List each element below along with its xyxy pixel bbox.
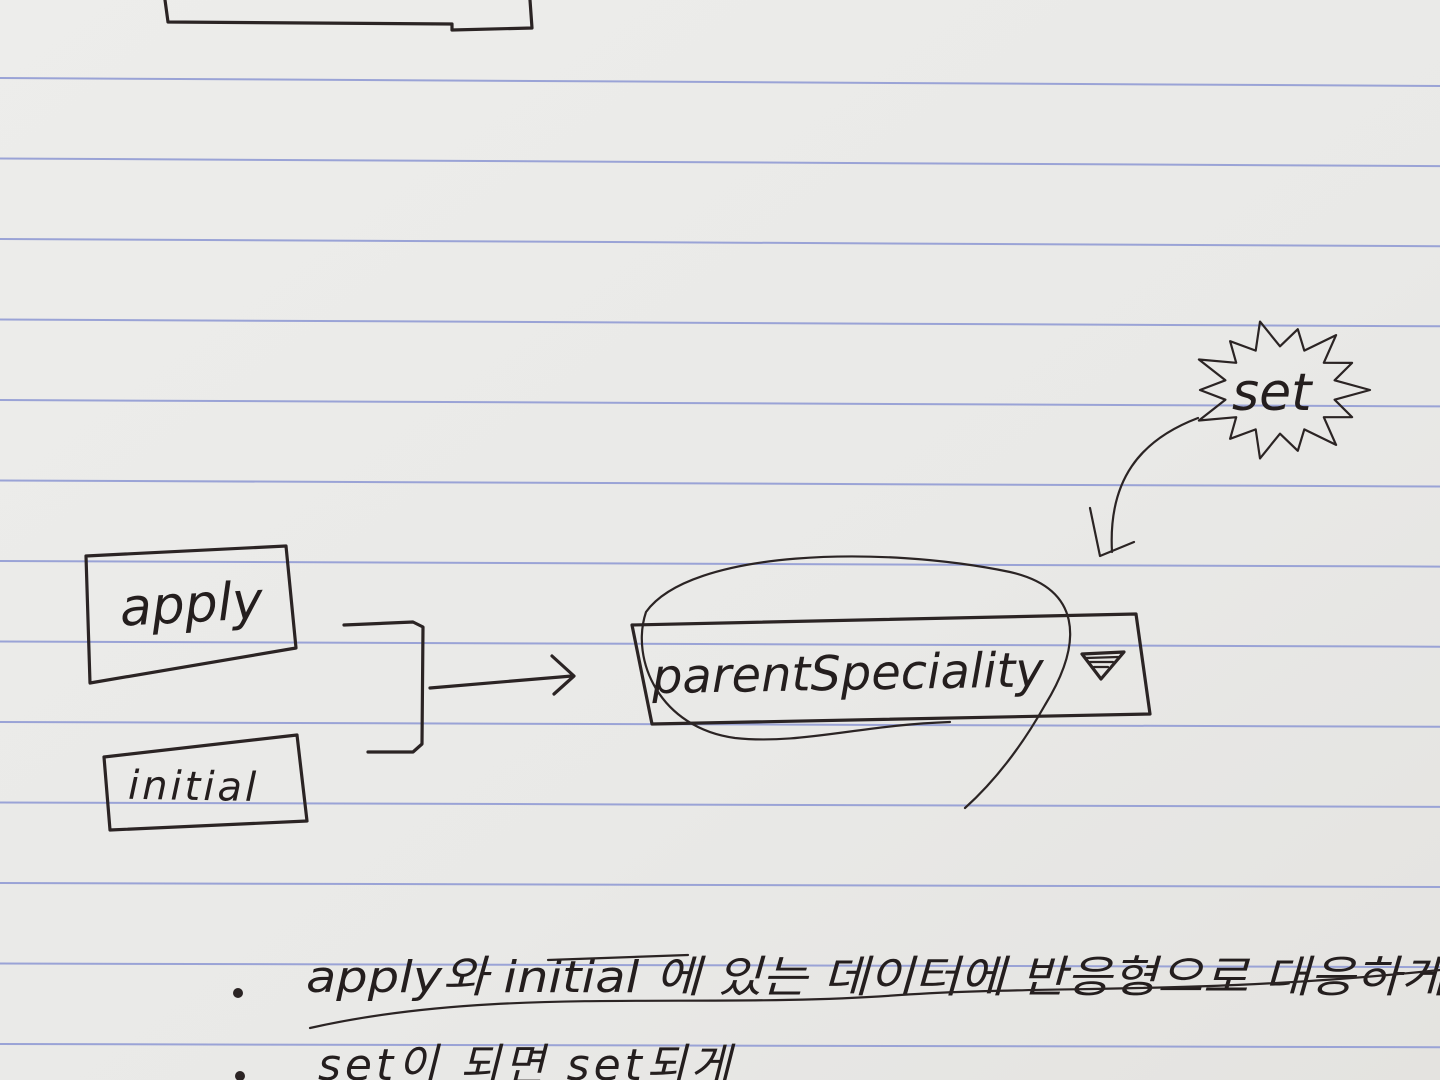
strikethrough — [546, 953, 690, 962]
initial-box — [102, 733, 309, 832]
bullet-dot — [233, 988, 243, 998]
apply-label: apply — [118, 571, 265, 638]
burst-outline — [1197, 320, 1372, 460]
wavy-underline — [308, 968, 1440, 1030]
arrowhead-icon — [550, 654, 576, 696]
ruled-line — [0, 1043, 1440, 1049]
set-arrow-curve — [1110, 416, 1200, 554]
ruled-line — [0, 721, 1440, 728]
ruled-line — [0, 801, 1440, 808]
ruled-line — [0, 640, 1440, 648]
ruled-line — [0, 318, 1440, 328]
top-partial-box — [163, 0, 534, 32]
ruled-line — [0, 238, 1440, 248]
select-label: parentSpeciality — [650, 642, 1044, 705]
ruled-line — [0, 882, 1440, 888]
merge-bracket — [342, 620, 425, 754]
set-arrowhead-icon — [1088, 506, 1136, 558]
ruled-line — [0, 77, 1440, 87]
set-burst: set — [1197, 320, 1372, 460]
initial-label: initial — [128, 763, 260, 811]
select-box — [630, 612, 1152, 726]
arrow-shaft — [428, 674, 574, 690]
ruled-line — [0, 399, 1440, 408]
burst-label: set — [1232, 363, 1313, 423]
ruled-lines — [0, 77, 1440, 1049]
ruled-line — [0, 962, 1440, 969]
ruled-line — [0, 560, 1440, 568]
apply-node: apply — [84, 544, 298, 685]
note-line-2: set이 되면 set되게 — [318, 1040, 736, 1080]
note-line-1: apply와 initial 에 있는 데이터에 반응형으로 대응하게 — [306, 952, 1440, 1003]
highlight-circle — [640, 555, 1072, 810]
ruled-line — [0, 157, 1440, 168]
initial-node: initial — [102, 733, 309, 832]
dropdown-gem-hatching — [1084, 655, 1120, 669]
ruled-line — [0, 479, 1440, 488]
apply-box — [84, 544, 298, 685]
parent-speciality-select: parentSpeciality — [630, 612, 1152, 726]
bullet-dot — [235, 1071, 245, 1080]
dropdown-gem-icon — [1080, 650, 1126, 681]
